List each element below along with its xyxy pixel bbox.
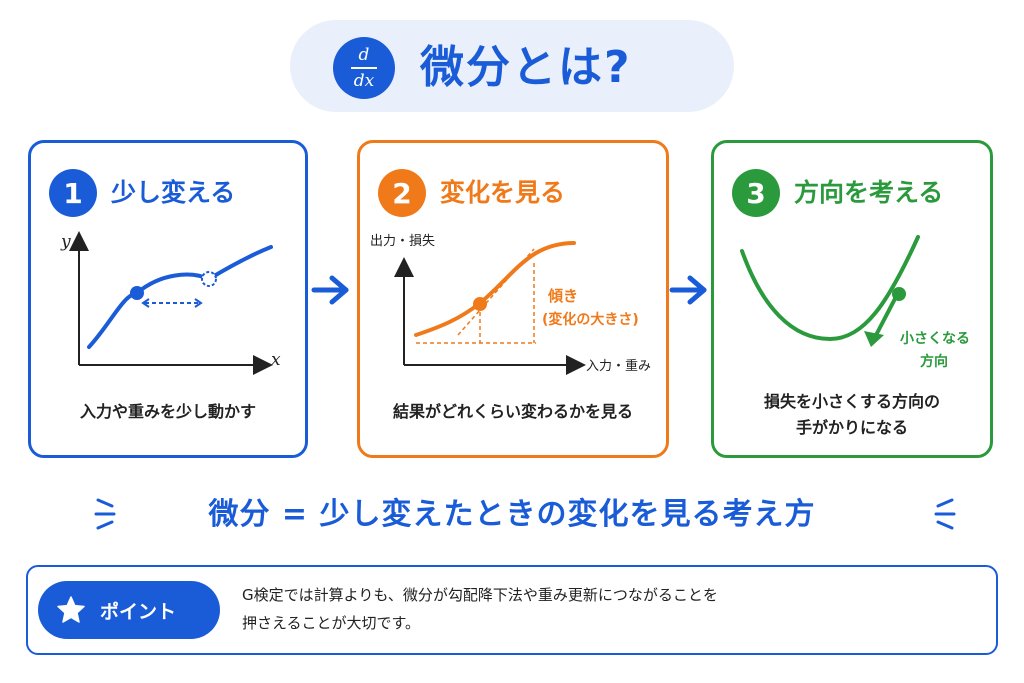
moved-point xyxy=(201,271,217,287)
descent-arrow xyxy=(872,291,900,341)
step-title-1: 少し変える xyxy=(111,178,236,207)
function-curve xyxy=(414,241,576,337)
point-box: ポイント G検定では計算よりも、微分が勾配降下法や重み更新につながることを 押さ… xyxy=(26,565,998,655)
arrow-right-icon xyxy=(311,275,349,305)
descent-arrow-head xyxy=(864,331,884,347)
step-number-2: 2 xyxy=(378,169,426,217)
point-label: ポイント xyxy=(100,600,177,623)
step-caption-1: 入力や重みを少し動かす xyxy=(79,402,256,421)
point-text: G検定では計算よりも、微分が勾配降下法や重み更新につながることを 押さえることが… xyxy=(242,581,982,637)
badge-numerator: d xyxy=(358,45,370,65)
axis-label-y: y xyxy=(60,232,71,252)
step-caption-3-line2: 手がかりになる xyxy=(795,418,908,437)
slope-label: 傾き xyxy=(547,287,578,305)
step-caption-3: 損失を小さくする方向の 手がかりになる xyxy=(714,389,990,441)
step-2-graph: 出力・損失 入力・重み 傾き (変化の大きさ) xyxy=(370,234,651,375)
step-card-1: 1 少し変える y x 入力や重みを少し動かす xyxy=(28,140,308,458)
step-title-3: 方向を考える xyxy=(794,178,944,207)
axis-label-y: 出力・損失 xyxy=(370,234,435,249)
badge-denominator: dx xyxy=(353,71,375,91)
step-number-3: 3 xyxy=(732,169,780,217)
loss-curve xyxy=(740,235,920,342)
step-3-graph: 小さくなる 方向 xyxy=(740,235,970,370)
step-caption-3-line1: 損失を小さくする方向の xyxy=(763,392,940,411)
current-point xyxy=(892,287,906,301)
slope-sublabel: (変化の大きさ) xyxy=(542,311,639,328)
point-text-line2: 押さえることが大切です。 xyxy=(242,614,421,632)
step-card-2: 2 変化を見る 出力・損失 入力・重み 傾き (変化の大きさ) 結果がどれくらい… xyxy=(357,140,669,458)
spark-right-icon xyxy=(934,498,956,530)
step-card-3: 3 方向を考える 小さくなる 方向 損失を小さくする方向の 手がかりになる xyxy=(711,140,993,458)
derivative-icon: d dx xyxy=(333,37,395,99)
fraction-bar xyxy=(351,67,377,69)
arrow-right-icon xyxy=(669,275,707,305)
step-1-graph: y x xyxy=(60,231,281,375)
step-caption-2: 結果がどれくらい変わるかを見る xyxy=(392,402,633,421)
small-change-arrow-right xyxy=(194,298,203,308)
spark-left-icon xyxy=(94,498,116,530)
direction-sublabel: 方向 xyxy=(920,353,948,370)
point-label-pill: ポイント xyxy=(38,581,220,639)
point-text-line1: G検定では計算よりも、微分が勾配降下法や重み更新につながることを xyxy=(242,586,718,604)
page-title: 微分とは? xyxy=(420,42,632,93)
star-icon xyxy=(57,596,85,623)
tangent-point xyxy=(473,297,487,311)
axis-label-x: x xyxy=(271,350,281,370)
start-point xyxy=(130,286,144,300)
summary-statement: 微分 = 少し変えたときの変化を見る考え方 xyxy=(208,497,816,532)
tangent-line xyxy=(457,248,535,336)
step-number-1: 1 xyxy=(49,169,97,217)
step-title-2: 変化を見る xyxy=(440,178,566,207)
small-change-arrow-left xyxy=(141,298,150,308)
function-curve xyxy=(87,245,273,349)
direction-label: 小さくなる xyxy=(900,331,970,347)
axis-label-x: 入力・重み xyxy=(586,358,651,374)
